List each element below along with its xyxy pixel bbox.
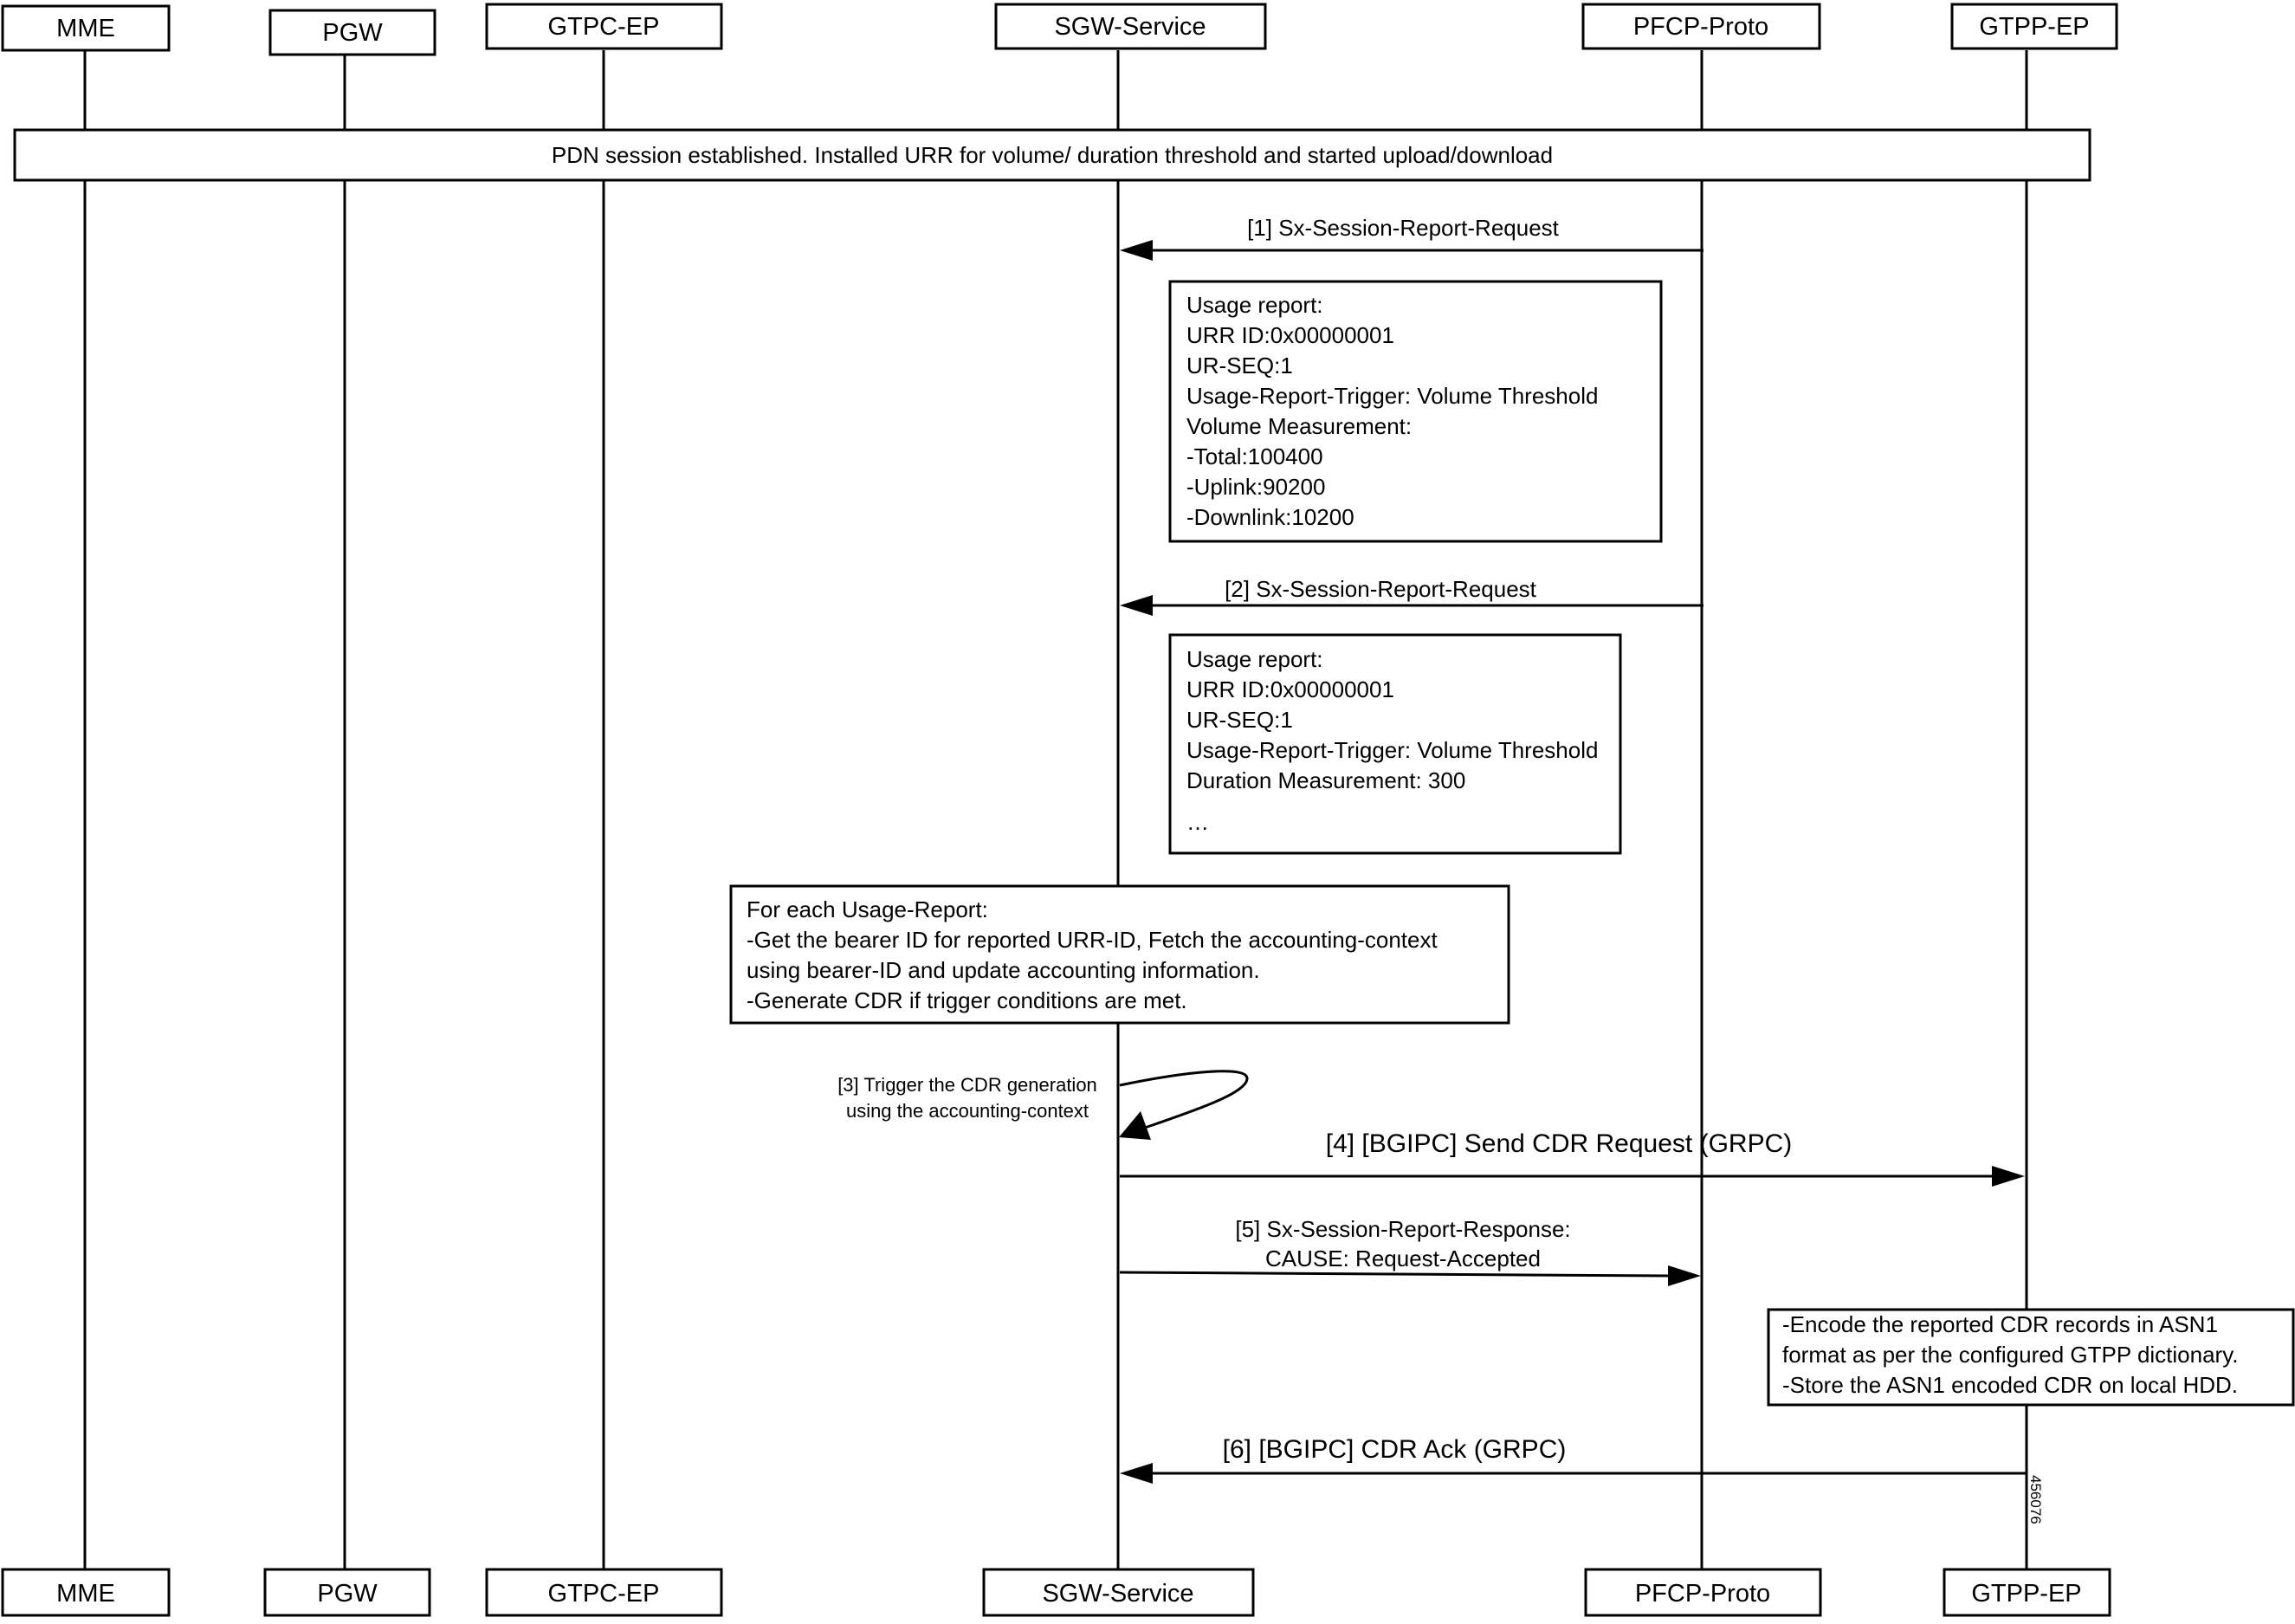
- banner-text: PDN session established. Installed URR f…: [552, 142, 1553, 168]
- message-5-label-line-2: CAUSE: Request-Accepted: [1265, 1245, 1541, 1271]
- participant-label: PGW: [322, 19, 383, 47]
- message-5-arrow: [1119, 1271, 1669, 1278]
- participant-label: GTPP-EP: [1971, 1580, 2081, 1608]
- note-line: URR ID:0x00000001: [1186, 322, 1394, 348]
- note-line: using bearer-ID and update accounting in…: [747, 957, 1260, 983]
- arrowhead-icon: [1119, 1111, 1151, 1140]
- note-line: UR-SEQ:1: [1186, 707, 1293, 733]
- participant-label: SGW-Service: [1054, 13, 1206, 41]
- note-line: Duration Measurement: 300: [1186, 767, 1465, 793]
- participant-bottom-gtpc-ep: GTPC-EP: [485, 1568, 723, 1617]
- note-line: format as per the configured GTPP dictio…: [1782, 1342, 2239, 1368]
- participant-top-pgw: PGW: [268, 9, 436, 56]
- message-3-label-line-1: [3] Trigger the CDR generation: [837, 1074, 1097, 1096]
- participant-label: GTPP-EP: [1979, 13, 2089, 41]
- message-2-label: [2] Sx-Session-Report-Request: [1225, 576, 1537, 602]
- participant-label: GTPC-EP: [548, 13, 660, 41]
- participant-bottom-sgw-service: SGW-Service: [982, 1568, 1255, 1617]
- message-1-label: [1] Sx-Session-Report-Request: [1247, 215, 1560, 241]
- note-line: For each Usage-Report:: [747, 896, 988, 922]
- participant-label: SGW-Service: [1042, 1580, 1193, 1608]
- participant-top-pfcp-proto: PFCP-Proto: [1581, 3, 1821, 50]
- message-3-label-line-2: using the accounting-context: [846, 1100, 1089, 1122]
- participant-label: PGW: [317, 1580, 378, 1608]
- for-each-usage-report-note: For each Usage-Report: -Get the bearer I…: [729, 884, 1510, 1025]
- note-line: Usage report:: [1186, 292, 1323, 318]
- note-line: …: [1186, 809, 1209, 835]
- note-line: UR-SEQ:1: [1186, 353, 1293, 379]
- participant-bottom-gtpp-ep: GTPP-EP: [1943, 1568, 2111, 1617]
- participant-bottom-mme: MME: [1, 1568, 171, 1617]
- arrowhead-icon: [1120, 595, 1153, 616]
- arrowhead-icon: [1992, 1166, 2025, 1187]
- note-line: URR ID:0x00000001: [1186, 676, 1394, 702]
- usage-report-note-1: Usage report: URR ID:0x00000001 UR-SEQ:1…: [1168, 280, 1663, 543]
- note-line: -Encode the reported CDR records in ASN1: [1782, 1311, 2218, 1337]
- note-line: -Generate CDR if trigger conditions are …: [747, 987, 1187, 1013]
- note-line: -Get the bearer ID for reported URR-ID, …: [747, 927, 1438, 953]
- note-line: Volume Measurement:: [1186, 413, 1412, 439]
- session-banner: PDN session established. Installed URR f…: [13, 128, 2091, 182]
- usage-report-note-2: Usage report: URR ID:0x00000001 UR-SEQ:1…: [1168, 633, 1622, 855]
- arrowhead-icon: [1120, 1463, 1153, 1484]
- participant-label: MME: [56, 1580, 115, 1608]
- note-line: Usage-Report-Trigger: Volume Threshold: [1186, 737, 1598, 763]
- figure-id: 456076: [2027, 1475, 2044, 1524]
- message-3-arrow: [1119, 1070, 1249, 1129]
- note-line: -Store the ASN1 encoded CDR on local HDD…: [1782, 1372, 2238, 1398]
- note-line: -Total:100400: [1186, 443, 1323, 469]
- message-6-label: [6] [BGIPC] CDR Ack (GRPC): [1223, 1435, 1567, 1464]
- note-line: -Uplink:90200: [1186, 474, 1325, 500]
- participant-top-mme: MME: [1, 4, 171, 52]
- message-5-label-line-1: [5] Sx-Session-Report-Response:: [1235, 1216, 1570, 1242]
- message-4-label: [4] [BGIPC] Send CDR Request (GRPC): [1326, 1129, 1793, 1158]
- participant-label: PFCP-Proto: [1633, 13, 1768, 41]
- arrowhead-icon: [1120, 240, 1153, 261]
- note-line: Usage report:: [1186, 646, 1323, 672]
- participant-label: PFCP-Proto: [1635, 1580, 1770, 1608]
- participant-label: MME: [56, 15, 115, 42]
- note-line: -Downlink:10200: [1186, 504, 1354, 530]
- participant-top-gtpp-ep: GTPP-EP: [1950, 3, 2118, 50]
- encode-cdr-note: -Encode the reported CDR records in ASN1…: [1767, 1308, 2295, 1407]
- participant-top-sgw-service: SGW-Service: [994, 3, 1267, 50]
- arrowhead-icon: [1668, 1265, 1701, 1286]
- participant-top-gtpc-ep: GTPC-EP: [485, 3, 723, 50]
- participant-bottom-pfcp-proto: PFCP-Proto: [1584, 1568, 1822, 1617]
- note-line: Usage-Report-Trigger: Volume Threshold: [1186, 383, 1598, 409]
- participant-label: GTPC-EP: [548, 1580, 660, 1608]
- participant-bottom-pgw: PGW: [263, 1568, 431, 1617]
